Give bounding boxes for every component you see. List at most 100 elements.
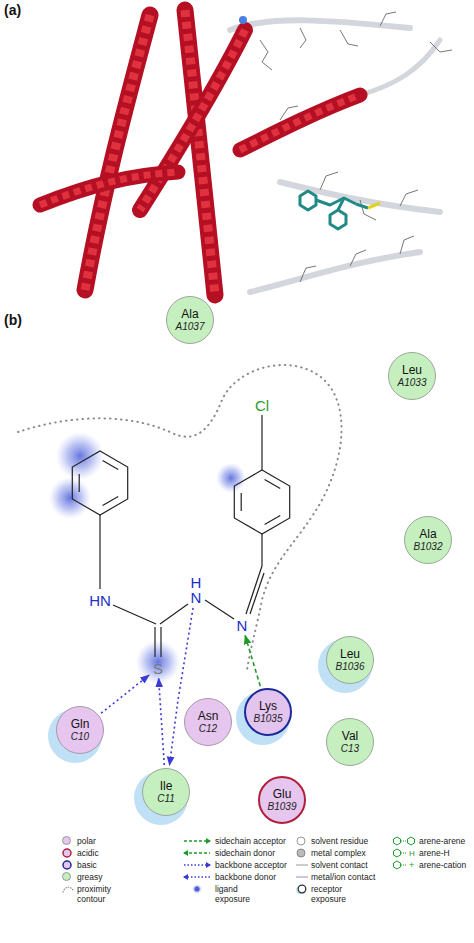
legend-symbol <box>183 874 188 880</box>
docked-ligand <box>300 191 380 229</box>
legend-symbol <box>297 837 305 845</box>
residue-disc: LeuB1036 <box>326 636 374 684</box>
ligand-bonds <box>103 461 119 470</box>
legend-symbol <box>296 885 306 894</box>
legend-symbol <box>184 864 210 865</box>
legend-text: solvent residue <box>311 836 368 846</box>
residue-id: C13 <box>341 743 359 754</box>
legend-symbol <box>184 876 210 877</box>
legend-text: backbone donor <box>215 872 276 882</box>
legend-symbol <box>182 848 212 858</box>
legend-symbol <box>296 884 308 894</box>
legend-symbol <box>401 865 407 866</box>
legend-text: proximity contour <box>77 884 121 904</box>
legend-symbol <box>394 849 401 857</box>
atom-label: Cl <box>254 398 270 413</box>
side-chain-sticks <box>260 40 272 70</box>
ligand-bonds <box>265 516 281 525</box>
protein-ribbon <box>240 95 360 150</box>
legend-symbol <box>182 884 212 894</box>
residue-id: B1039 <box>268 801 297 812</box>
residue-id: B1036 <box>336 661 365 672</box>
legend-text: metal complex <box>311 848 366 858</box>
legend-symbol <box>296 865 308 866</box>
panel-label: (a) <box>4 2 21 18</box>
ligand-bonds <box>103 497 119 506</box>
legend-item: arene-arene <box>392 836 465 846</box>
atom-symbol: H <box>191 575 202 590</box>
legend-symbol <box>401 853 407 854</box>
protein-ribbon <box>185 10 215 295</box>
side-chain-sticks <box>300 266 316 282</box>
side-chain-sticks <box>400 236 414 254</box>
residue-id: A1037 <box>176 321 205 332</box>
residue-disc: LysB1035 <box>244 688 292 736</box>
atom-symbol: N <box>191 590 202 605</box>
protein-ribbon <box>40 172 178 205</box>
side-chain-sticks <box>400 190 418 206</box>
ligand-exposure <box>49 432 246 684</box>
legend-item: metal/ion contact <box>296 872 375 882</box>
ligand-bonds <box>72 451 127 515</box>
residue-name: Ala <box>419 528 436 541</box>
legend-symbol <box>184 840 210 841</box>
residue-id: B1035 <box>254 713 283 724</box>
proximity-contour <box>18 365 342 670</box>
protein-ribbon <box>140 30 245 210</box>
ligand-bonds <box>205 600 234 619</box>
legend-text: polar <box>77 836 96 846</box>
legend-text: sidechain acceptor <box>215 836 286 846</box>
legend-text: basic <box>77 860 97 870</box>
protein-ribbon <box>239 16 247 24</box>
side-chain-sticks <box>320 172 338 190</box>
residue-id: B1032 <box>414 541 443 552</box>
legend-symbol <box>182 836 212 846</box>
legend-item: ligand exposure <box>182 884 255 904</box>
side-chain-sticks <box>340 30 358 46</box>
legend-symbol <box>206 862 211 868</box>
residue-id: C11 <box>157 793 175 804</box>
legend-slot <box>62 836 74 846</box>
sidechain-hbond <box>245 636 260 687</box>
legend-symbol <box>296 836 308 846</box>
residue-id: C10 <box>71 731 89 742</box>
ligand-bonds <box>241 493 242 511</box>
legend-symbol <box>62 860 74 870</box>
legend-symbol <box>392 860 416 870</box>
ligand-bonds <box>113 605 156 624</box>
legend-symbol <box>206 838 211 844</box>
ligand-bonds <box>234 470 289 534</box>
protein-ribbon <box>230 20 410 30</box>
protein-ribbon <box>40 10 440 295</box>
legend-slot <box>62 872 74 882</box>
legend-text: acidic <box>77 848 99 858</box>
ligand-bonds <box>250 573 264 614</box>
docked-ligand <box>316 198 356 205</box>
legend-symbol <box>63 887 73 892</box>
ligand-exposure <box>56 432 104 480</box>
legend-item: polar <box>62 836 96 846</box>
protein-ribbon <box>140 30 245 210</box>
legend-symbol <box>392 848 416 858</box>
ligand-bonds <box>99 515 100 589</box>
side-chain-sticks <box>260 12 452 282</box>
protein-ribbon <box>40 172 178 205</box>
legend-text: metal/ion contact <box>311 872 375 882</box>
residue-disc: AlaB1032 <box>404 516 452 564</box>
protein-ribbon <box>360 40 440 95</box>
legend-text: solvent contact <box>311 860 368 870</box>
legend-item: solvent residue <box>296 836 368 846</box>
residue-name: Glu <box>273 788 292 801</box>
atom-symbol: S <box>153 661 163 676</box>
legend-item: receptor exposure <box>296 884 355 904</box>
legend-text: greasy <box>77 872 103 882</box>
legend-symbol <box>62 848 74 858</box>
backbone-hbond <box>101 675 149 713</box>
ligand-bonds <box>246 566 262 614</box>
panel-label: (b) <box>4 312 22 328</box>
docked-ligand <box>330 210 346 229</box>
receptor-exposure-halo <box>318 639 372 693</box>
residue-disc: GluB1039 <box>258 776 306 824</box>
